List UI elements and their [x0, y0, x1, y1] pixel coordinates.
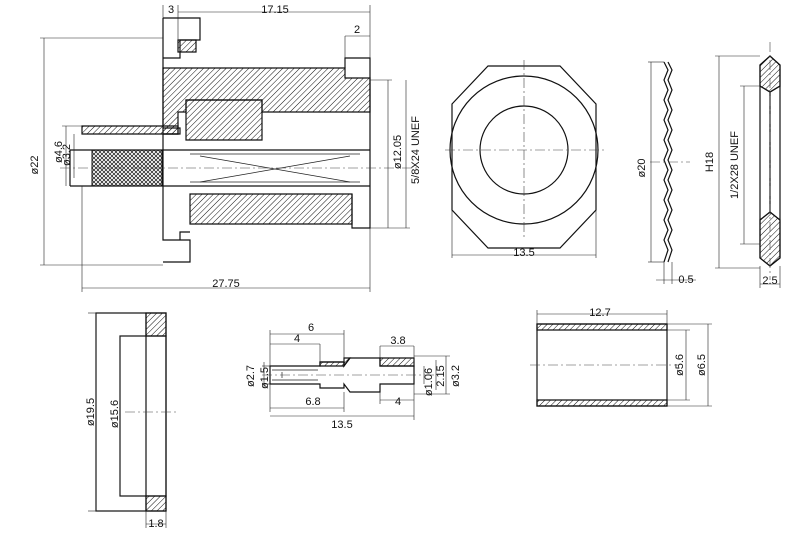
dim-sleeve-dia-5-6: ø5.6	[674, 354, 686, 376]
dim-pin-dia-1-5: ø1.5	[259, 367, 271, 389]
dim-dia-22: ø22	[29, 156, 41, 175]
dim-dia-3-2: ø3.2	[61, 144, 73, 166]
dim-17-15: 17.15	[261, 4, 289, 16]
nut-side-view: H18 1/2X28 UNEF 2.5	[704, 42, 781, 288]
dim-washer-0-5: 0.5	[678, 274, 693, 286]
dim-ring-1-8: 1.8	[148, 518, 163, 530]
dim-2: 2	[354, 24, 360, 36]
dim-pin-6: 6	[308, 322, 314, 334]
dim-pin-3-8: 3.8	[390, 335, 405, 347]
dim-pin-4b: 4	[395, 396, 401, 408]
dim-pin-dia-3-2: ø3.2	[450, 365, 462, 387]
dim-sleeve-dia-6-5: ø6.5	[696, 354, 708, 376]
dim-pin-2-15: 2.15	[435, 365, 447, 386]
dim-pin-13-5: 13.5	[331, 419, 352, 431]
dim-thread-1-2: 1/2X28 UNEF	[729, 131, 741, 199]
dim-nut-2-5: 2.5	[762, 275, 777, 287]
dim-pin-dia-2-7: ø2.7	[245, 365, 257, 387]
dim-nut-13-5: 13.5	[513, 247, 534, 259]
dim-thread-5-8: 5/8X24 UNEF	[410, 116, 422, 184]
dim-3: 3	[168, 4, 174, 16]
dim-dia-19-5: ø19.5	[85, 398, 97, 426]
dim-pin-4a: 4	[294, 333, 300, 345]
dim-dia-12-05: ø12.05	[392, 135, 404, 169]
dim-h18: H18	[704, 152, 716, 172]
lock-washer-side-view: ø20 0.5	[636, 61, 696, 286]
dim-sleeve-12-7: 12.7	[589, 307, 610, 319]
dim-dia-20: ø20	[636, 159, 648, 178]
dim-27-75: 27.75	[212, 278, 240, 290]
dim-pin-dia-1-06: ø1.06	[423, 368, 435, 396]
center-pin-view: 6 4 3.8 ø2.7 ø1.5 ø1.06 2.15 ø3.2 6.8 4 …	[245, 322, 462, 431]
hex-nut-front-view: 13.5	[445, 60, 604, 259]
dim-dia-15-6: ø15.6	[109, 400, 121, 428]
dim-dia-4-6: ø4.6	[53, 141, 65, 163]
ring-section-view: ø19.5 ø15.6 1.8	[85, 312, 178, 530]
dim-pin-6-8: 6.8	[305, 396, 320, 408]
connector-body-section: 3 17.15 2 ø22 ø4.6 ø3.2 ø12.05 5/8X24 UN…	[29, 4, 422, 292]
sleeve-view: 12.7 ø5.6 ø6.5	[530, 307, 712, 407]
